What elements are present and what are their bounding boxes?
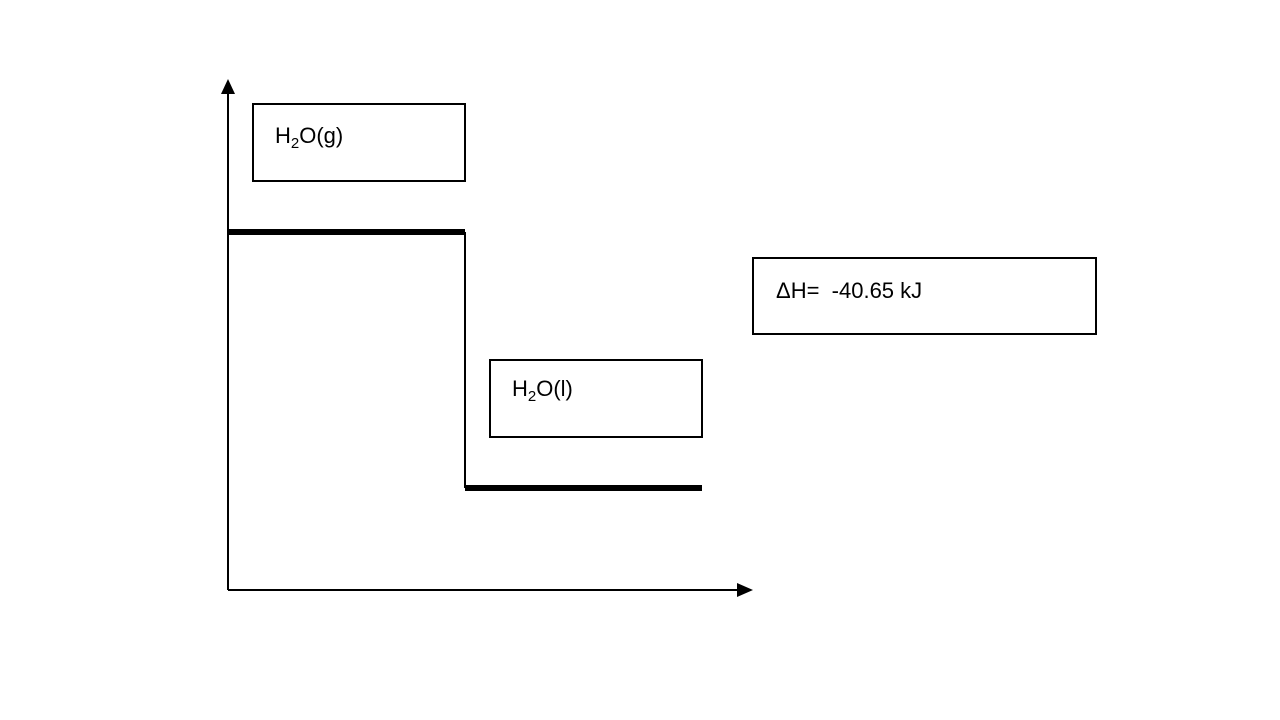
gas-subscript: 2 [290, 135, 300, 152]
gas-formula-rest: O(g) [299, 123, 344, 148]
gas-state-label: H2O(g) [252, 103, 466, 182]
liquid-subscript: 2 [527, 388, 537, 405]
liquid-formula-rest: O(l) [536, 376, 573, 401]
enthalpy-change-label: ΔH= -40.65 kJ [752, 257, 1097, 335]
x-axis-arrowhead [737, 583, 753, 597]
gas-state-text: H2O(g) [275, 123, 344, 152]
gas-symbol: H [275, 123, 291, 148]
liquid-symbol: H [512, 376, 528, 401]
liquid-state-label: H2O(l) [489, 359, 703, 438]
enthalpy-change-text: ΔH= -40.65 kJ [776, 278, 923, 303]
y-axis-arrowhead [221, 79, 235, 94]
liquid-state-text: H2O(l) [512, 376, 573, 405]
